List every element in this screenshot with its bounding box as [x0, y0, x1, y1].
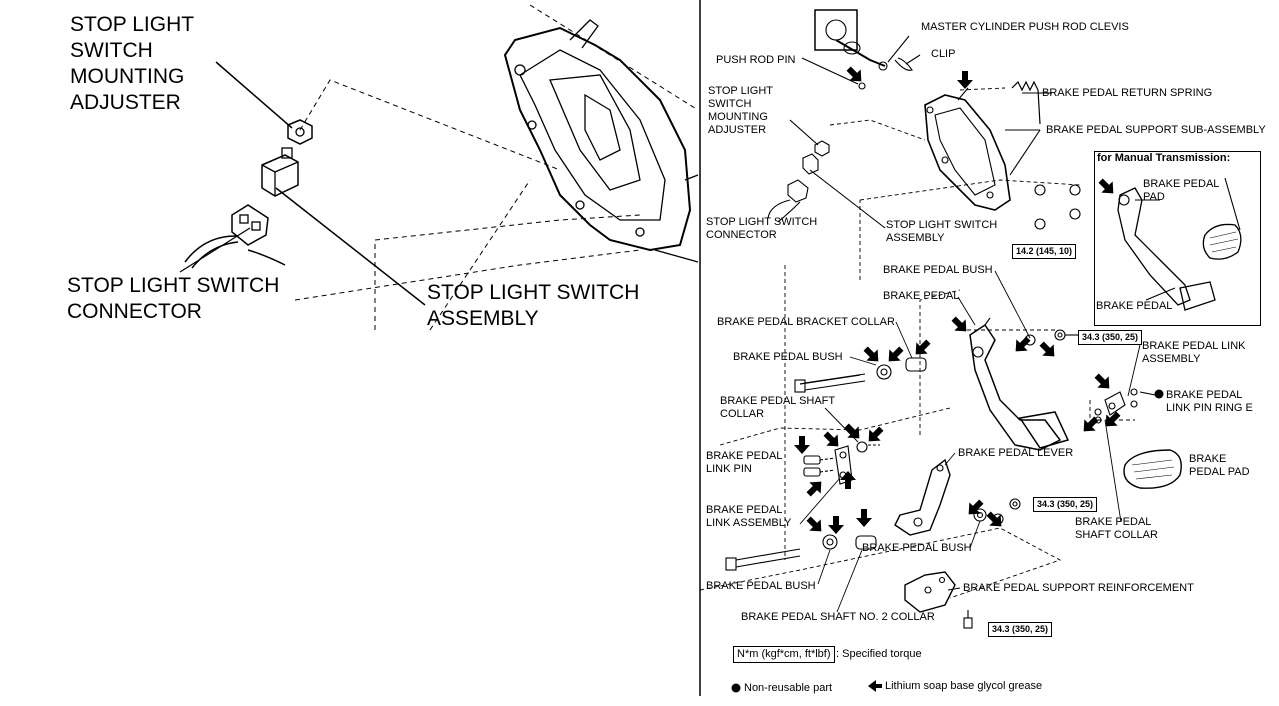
label-brake-pedal-bush-left: BRAKE PEDAL BUSH [733, 351, 843, 363]
label-brake-pedal-bush-top: BRAKE PEDAL BUSH [883, 264, 993, 276]
label-brake-pedal-shaft-collar-right: BRAKE PEDAL SHAFT COLLAR [1075, 516, 1158, 541]
nonreusable-dot-icon [731, 683, 741, 693]
manual-transmission-title: for Manual Transmission: [1097, 152, 1231, 164]
torque-spec-box: 34.3 (350, 25) [1078, 330, 1143, 345]
label-brake-pedal-shaft-no2-collar: BRAKE PEDAL SHAFT NO. 2 COLLAR [741, 611, 935, 623]
label-brake-pedal-bracket-collar: BRAKE PEDAL BRACKET COLLAR [717, 316, 895, 328]
label-brake-pedal-lever: BRAKE PEDAL LEVER [958, 447, 1074, 459]
label-stop-light-switch-assembly: STOP LIGHT SWITCH ASSEMBLY [427, 281, 640, 330]
label-brake-pedal-link-assembly-right: BRAKE PEDAL LINK ASSEMBLY [1142, 340, 1246, 365]
label-brake-pedal-shaft-collar-left: BRAKE PEDAL SHAFT COLLAR [720, 395, 836, 420]
label-manual-brake-pedal-pad: BRAKE PEDAL PAD [1143, 178, 1220, 203]
label-push-rod-pin: PUSH ROD PIN [716, 54, 796, 66]
label-brake-pedal-link-pin: BRAKE PEDAL LINK PIN [706, 450, 783, 475]
label-brake-pedal-link-pin-ring-e: BRAKE PEDAL LINK PIN RING E [1166, 389, 1253, 414]
torque-unit-legend: N*m (kgf*cm, ft*lbf) [733, 646, 835, 663]
label-stop-light-switch-connector-right: STOP LIGHT SWITCH CONNECTOR [706, 216, 818, 241]
manual-transmission-inset [1094, 151, 1261, 326]
label-brake-pedal-support-reinforcement: BRAKE PEDAL SUPPORT REINFORCEMENT [963, 582, 1194, 594]
label-brake-pedal-return-spring: BRAKE PEDAL RETURN SPRING [1042, 87, 1213, 99]
label-clip: CLIP [931, 48, 956, 60]
torque-legend-text: : Specified torque [836, 648, 922, 660]
label-brake-pedal-pad: BRAKE PEDAL PAD [1189, 453, 1250, 478]
manual-transmission-artwork [1117, 177, 1242, 311]
right-exploded-view [699, 9, 1242, 629]
label-stop-light-switch-mounting-adjuster: STOP LIGHT SWITCH MOUNTING ADJUSTER [70, 13, 195, 114]
left-exploded-view [179, 4, 699, 331]
torque-spec-box: 34.3 (350, 25) [1033, 497, 1098, 512]
label-brake-pedal-support-sub-assembly: BRAKE PEDAL SUPPORT SUB-ASSEMBLY [1046, 124, 1266, 136]
ring-e-nonreusable-icon [1154, 389, 1164, 399]
torque-spec-box: 34.3 (350, 25) [988, 622, 1053, 637]
grease-legend-text: Lithium soap base glycol grease [885, 680, 1043, 692]
label-stop-light-switch-assembly-right: STOP LIGHT SWITCH ASSEMBLY [886, 219, 998, 244]
label-brake-pedal-link-assembly-left: BRAKE PEDAL LINK ASSEMBLY [706, 504, 792, 529]
grease-arrow-icon [868, 680, 882, 692]
label-stop-light-switch-connector: STOP LIGHT SWITCH CONNECTOR [67, 274, 280, 323]
label-master-cylinder-push-rod-clevis: MASTER CYLINDER PUSH ROD CLEVIS [921, 21, 1129, 33]
torque-spec-box: 14.2 (145, 10) [1012, 244, 1077, 259]
label-brake-pedal-bush-mid: BRAKE PEDAL BUSH [862, 542, 972, 554]
label-brake-pedal-bush-bottom: BRAKE PEDAL BUSH [706, 580, 816, 592]
label-manual-brake-pedal: BRAKE PEDAL [1096, 300, 1173, 312]
nonreusable-legend-text: Non-reusable part [744, 682, 833, 694]
label-stop-light-switch-mounting-adjuster-right: STOP LIGHT SWITCH MOUNTING ADJUSTER [708, 85, 774, 136]
label-brake-pedal: BRAKE PEDAL [883, 290, 960, 302]
